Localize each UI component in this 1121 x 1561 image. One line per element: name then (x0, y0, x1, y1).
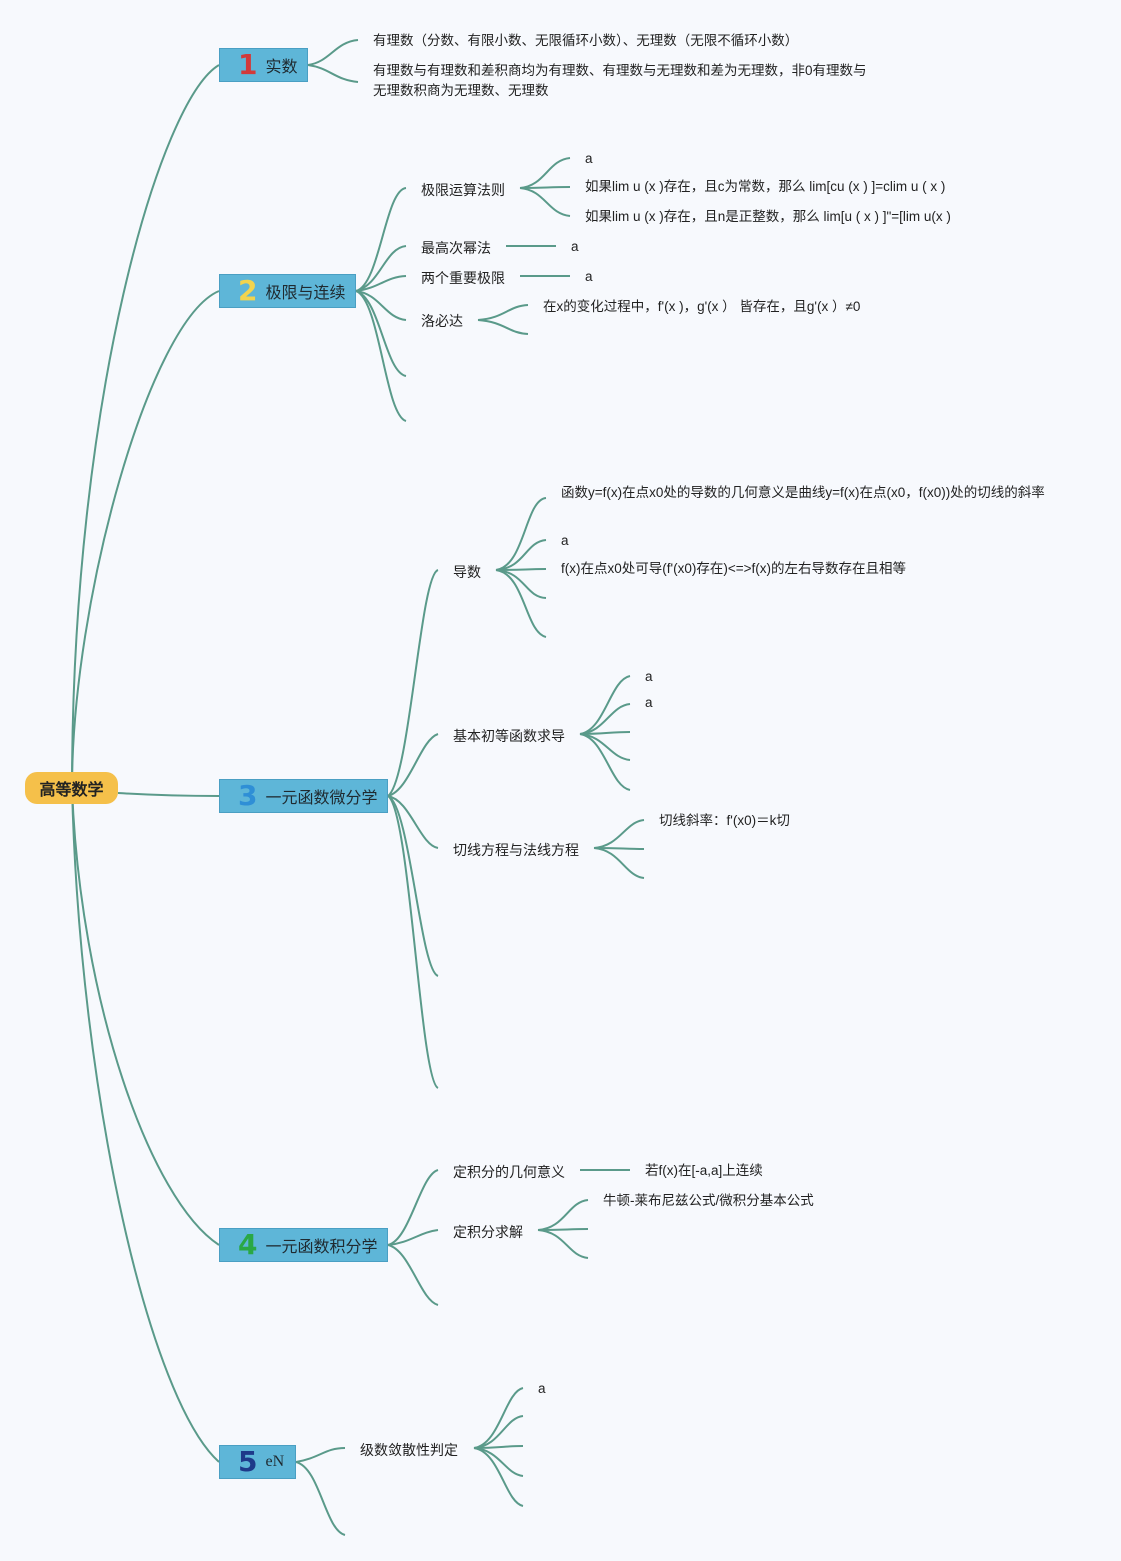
branch-label-4: 一元函数积分学 (265, 1239, 378, 1256)
leaf-limit-rules-3[interactable]: 如果lim u (x )存在，且n是正整数，那么 lim[u ( x ) ]"=… (585, 209, 951, 224)
branch-node-4[interactable]: 4 一元函数积分学 (219, 1228, 388, 1262)
connector-line (537, 1228, 589, 1231)
branch-label-1: 实数 (265, 59, 298, 76)
leaf-series-convergence[interactable]: a (538, 1381, 546, 1396)
connector-line (387, 733, 439, 797)
connector-line (307, 64, 359, 83)
subtopic-series-convergence[interactable]: 级数敛散性判定 (360, 1442, 458, 1458)
connector-line (387, 1169, 439, 1246)
subtopic-tangent-normal[interactable]: 切线方程与法线方程 (453, 842, 579, 858)
leaf-newton-leibniz[interactable]: 牛顿-莱布尼兹公式/微积分基本公式 (603, 1193, 814, 1208)
connector-line (295, 1461, 346, 1536)
branch-node-1[interactable]: 1 实数 (219, 48, 308, 82)
connector-line (495, 569, 547, 599)
connector-line (355, 290, 407, 422)
connector-line (537, 1229, 589, 1259)
leaf-derivative-1[interactable]: 函数y=f(x)在点x0处的导数的几何意义是曲线y=f(x)在点(x0，f(x0… (561, 485, 1045, 500)
branch-label-5: eN (265, 1453, 285, 1470)
branch-node-2[interactable]: 2 极限与连续 (219, 274, 356, 308)
leaf-definite-integral-geometry[interactable]: 若f(x)在[-a,a]上连续 (645, 1163, 763, 1178)
connector-root-b3 (117, 792, 220, 797)
connector-line (579, 733, 631, 791)
leaf-elementary-derivatives-2[interactable]: a (645, 695, 653, 710)
leaf-real-numbers-1[interactable]: 有理数（分数、有限小数、无限循环小数）、无理数（无限不循环小数） (373, 33, 799, 48)
connector-line (593, 819, 645, 849)
connector-line (537, 1199, 589, 1231)
connector-line (295, 1447, 346, 1463)
connector-line (495, 569, 547, 638)
subtopic-definite-integral-geometry[interactable]: 定积分的几何意义 (453, 1164, 565, 1180)
leaf-limit-rules-2[interactable]: 如果lim u (x )存在，且c为常数，那么 lim[cu (x ) ]=cl… (585, 179, 946, 194)
connector-line (387, 795, 439, 1089)
connector-line (355, 290, 407, 377)
leaf-derivative-2[interactable]: a (561, 533, 569, 548)
subtopic-elementary-derivatives[interactable]: 基本初等函数求导 (453, 728, 565, 744)
connector-line (387, 795, 439, 849)
subtopic-derivative[interactable]: 导数 (453, 564, 481, 580)
connector-line (593, 847, 645, 879)
connector-root-b1 (71, 64, 220, 789)
connector-line (387, 569, 439, 797)
connector-root-b4 (71, 787, 220, 1246)
leaf-tangent-slope[interactable]: 切线斜率：f'(x0)＝k切 (659, 813, 790, 828)
connector-line (355, 275, 407, 292)
connector-line (519, 186, 571, 189)
connector-line (477, 319, 529, 335)
connector-line (495, 568, 547, 571)
connector-line (519, 157, 571, 189)
connector-line (473, 1415, 524, 1449)
subtopic-definite-integral-solving[interactable]: 定积分求解 (453, 1224, 523, 1240)
leaf-lhopital[interactable]: 在x的变化过程中，f'(x )，g'(x ） 皆存在，且g'(x ）≠0 (543, 299, 861, 314)
leaf-highest-power[interactable]: a (571, 239, 579, 254)
subtopic-lhopital[interactable]: 洛必达 (421, 313, 463, 329)
connector-line (387, 795, 439, 977)
connector-line (387, 1229, 439, 1246)
branch-number-1: 1 (238, 48, 258, 81)
leaf-derivative-3[interactable]: f(x)在点x0处可导(f'(x0)存在)<=>f(x)的左右导数存在且相等 (561, 561, 906, 576)
branch-node-5[interactable]: 5 eN (219, 1445, 296, 1479)
leaf-elementary-derivatives-1[interactable]: a (645, 669, 653, 684)
connector-line (473, 1387, 524, 1449)
branch-label-2: 极限与连续 (265, 285, 346, 302)
leaf-real-numbers-2[interactable]: 有理数与有理数和差积商均为有理数、有理数与无理数和差为无理数，非0有理数与无理数… (373, 63, 867, 98)
subtopic-limit-rules[interactable]: 极限运算法则 (421, 182, 505, 198)
connector-line (495, 497, 547, 571)
connector-line (579, 675, 631, 735)
leaf-important-limits[interactable]: a (585, 269, 593, 284)
leaf-limit-rules-1[interactable]: a (585, 151, 593, 166)
subtopic-highest-power[interactable]: 最高次幂法 (421, 240, 491, 256)
connector-line (477, 304, 529, 321)
connector-line (307, 39, 359, 66)
connector-line (355, 290, 407, 321)
connector-line (355, 245, 407, 292)
branch-label-3: 一元函数微分学 (265, 790, 378, 807)
connector-root-b5 (71, 787, 220, 1463)
branch-number-3: 3 (238, 779, 258, 812)
branch-node-3[interactable]: 3 一元函数微分学 (219, 779, 388, 813)
connector-line (495, 539, 547, 571)
branch-number-4: 4 (238, 1228, 258, 1261)
connector-root-b2 (71, 290, 220, 789)
connector-line (473, 1447, 524, 1507)
subtopic-important-limits[interactable]: 两个重要极限 (421, 270, 505, 286)
connector-line (355, 187, 407, 292)
branch-number-5: 5 (238, 1445, 258, 1478)
connector-line (579, 703, 631, 735)
connector-line (519, 187, 571, 217)
root-node[interactable]: 高等数学 (25, 772, 118, 804)
branch-number-2: 2 (238, 274, 258, 307)
connector-line (387, 1244, 439, 1306)
